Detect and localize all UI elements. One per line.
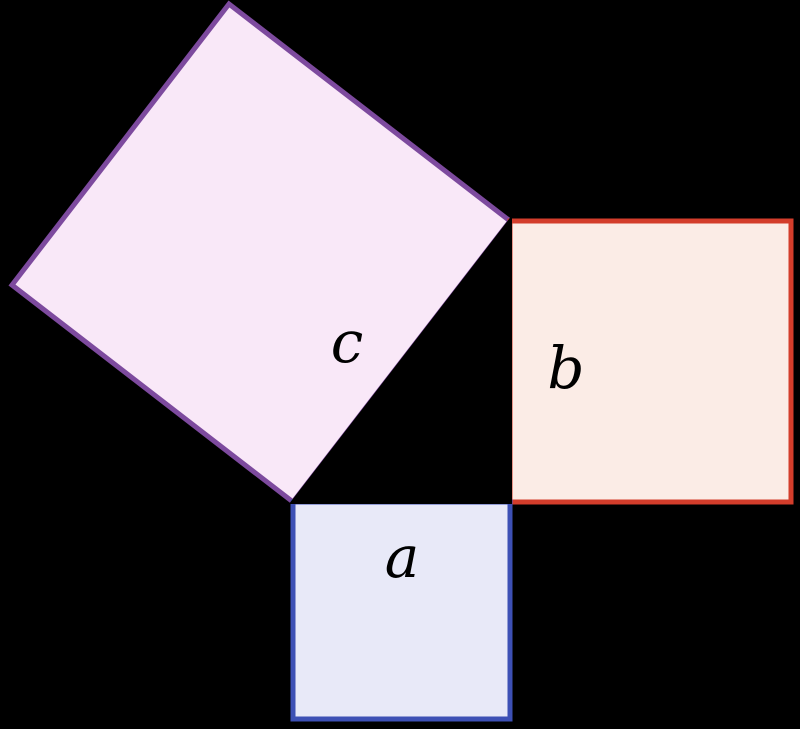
side-b-square [507, 218, 794, 505]
right-triangle [288, 215, 512, 504]
label-side-b: b [547, 334, 584, 402]
label-side-a: a [385, 523, 420, 591]
label-hypotenuse-c: c [331, 308, 363, 376]
